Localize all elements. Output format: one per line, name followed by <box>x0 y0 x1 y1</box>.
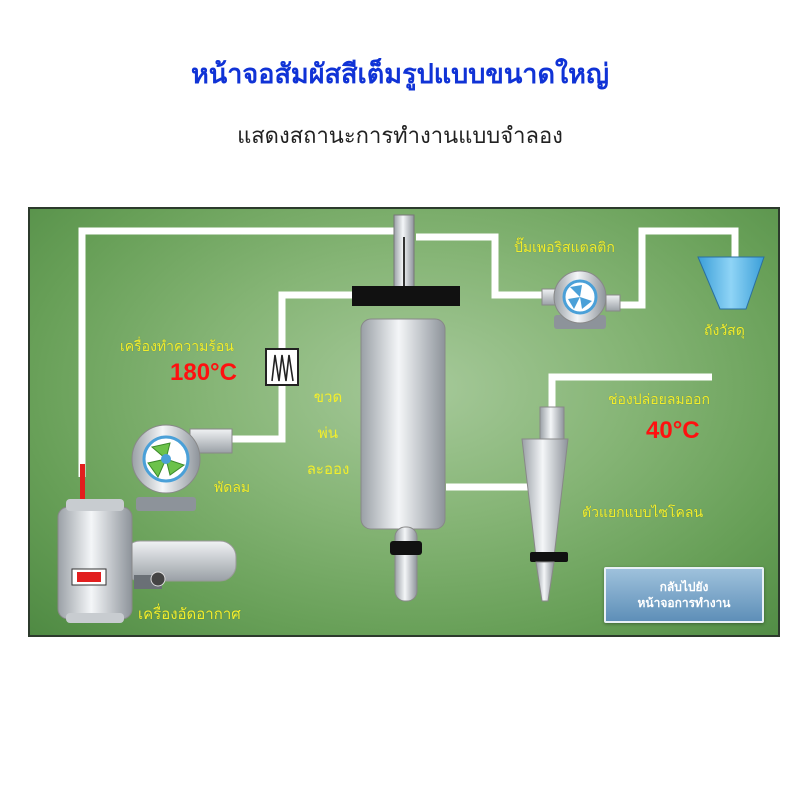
peristaltic-pump-label: ปั๊มเพอริสแตลติก <box>514 240 615 256</box>
material-tank-label: ถังวัสดุ <box>704 323 745 339</box>
back-button-line-2: หน้าจอการทำงาน <box>637 596 731 610</box>
tower-top-cap <box>352 286 460 306</box>
spray-dryer-tower <box>352 214 460 602</box>
back-to-operation-button[interactable]: กลับไปยัง หน้าจอการทำงาน <box>604 567 764 623</box>
tower-to-pump-pipe <box>416 233 550 299</box>
spray-tower-label: ขวด พ่น ละออง <box>298 379 358 487</box>
peristaltic-pump <box>541 270 621 329</box>
fan-to-heater-pipe <box>230 365 286 443</box>
process-diagram <box>57 214 765 623</box>
heater-temperature: 180°C <box>170 359 237 386</box>
back-button-line-1: กลับไปยัง <box>659 580 709 594</box>
air-compressor <box>57 499 237 623</box>
exhaust-temperature: 40°C <box>646 417 700 444</box>
page-title: หน้าจอสัมผัสสีเต็มรูปแบบขนาดใหญ่ <box>191 59 609 90</box>
page-subtitle: แสดงสถานะการทำงานแบบจำลอง <box>237 124 563 149</box>
air-compressor-label: เครื่องอัดอากาศ <box>138 605 241 623</box>
spray-tower-label-line-2: พ่น <box>317 424 339 442</box>
cyclone-label: ตัวแยกแบบไซโคลน <box>582 505 704 521</box>
exhaust-pipe <box>548 373 712 409</box>
pressure-indicator <box>80 464 85 504</box>
tower-body <box>360 318 446 530</box>
cyclone-clamp <box>530 552 568 562</box>
heater <box>265 348 299 386</box>
pump-to-tank-pipe <box>620 227 739 309</box>
exhaust-outlet-label: ช่องปล่อยลมออก <box>608 392 710 408</box>
compressor-air-pipe <box>78 227 395 477</box>
process-panel: ปั๊มเพอริสแตลติก ถังวัสดุ เครื่องทำความร… <box>28 207 780 637</box>
pipe-network <box>78 227 739 491</box>
blower-fan <box>131 424 233 511</box>
heater-label: เครื่องทำความร้อน <box>120 339 234 355</box>
fan-label: พัดลม <box>214 480 251 496</box>
tower-outlet-pipe <box>394 526 418 602</box>
spray-tower-label-line-3: ละออง <box>306 460 350 478</box>
cyclone-separator <box>521 406 569 602</box>
tower-outlet-clamp <box>390 541 422 555</box>
spray-tower-label-line-1: ขวด <box>313 388 343 406</box>
material-tank <box>697 256 765 310</box>
